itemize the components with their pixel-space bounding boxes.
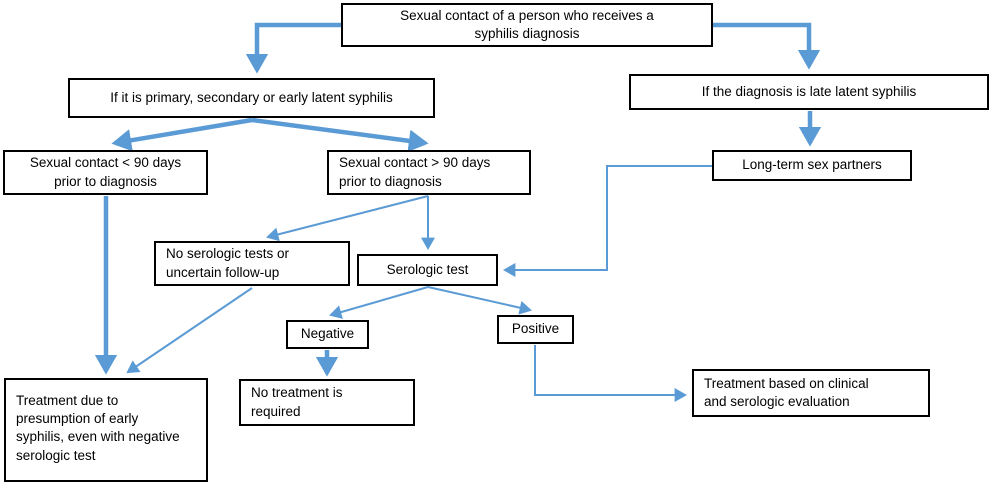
edge-longterm-to-serologic	[502, 165, 712, 277]
node-negative: Negative	[286, 320, 369, 349]
edge-noserologic-to-treatment	[126, 287, 253, 374]
node-positive: Positive	[497, 315, 574, 344]
node-no-treatment-is-required-label: No treatment is required	[251, 385, 343, 419]
node-sexual-contact-more-than-90-days-label: Sexual contact > 90 days prior to diagno…	[339, 155, 491, 189]
node-treatment-based-on-clinical-and-serologic-evaluation: Treatment based on clinical and serologi…	[692, 369, 930, 417]
node-no-serologic-tests-or-uncertain-follow-up: No serologic tests or uncertain follow-u…	[154, 241, 350, 286]
edge-serologic-to-negative	[329, 286, 429, 319]
node-serologic-test-label: Serologic test	[386, 261, 469, 277]
node-treatment-based-on-clinical-and-serologic-evaluation-label: Treatment based on clinical and serologi…	[704, 375, 869, 409]
edge-root-to-early	[245, 22, 341, 74]
node-no-serologic-tests-or-uncertain-follow-up-label: No serologic tests or uncertain follow-u…	[166, 246, 290, 280]
node-late-latent-syphilis-label: If the diagnosis is late latent syphilis	[701, 83, 917, 99]
node-sexual-contact-more-than-90-days: Sexual contact > 90 days prior to diagno…	[327, 150, 531, 195]
node-primary-secondary-or-early-latent: If it is primary, secondary or early lat…	[68, 78, 435, 118]
edge-early-to-gt90	[251, 117, 429, 153]
edge-serologic-to-positive	[427, 286, 532, 315]
node-negative-label: Negative	[300, 326, 355, 342]
edge-early-to-lt90	[111, 117, 253, 152]
node-sexual-contact-of-person-with-syphilis-diagnosis-label: Sexual contact of a person who receives …	[400, 7, 654, 41]
node-long-term-sex-partners-label: Long-term sex partners	[742, 157, 882, 173]
edge-gt90-to-noserologic	[266, 195, 429, 242]
node-treatment-due-to-presumption-of-early-syphilis-label: Treatment due to presumption of early sy…	[16, 393, 180, 463]
node-sexual-contact-of-person-with-syphilis-diagnosis: Sexual contact of a person who receives …	[341, 3, 713, 47]
node-sexual-contact-less-than-90-days-label: Sexual contact < 90 days prior to diagno…	[29, 155, 182, 189]
node-long-term-sex-partners: Long-term sex partners	[712, 150, 912, 181]
edge-positive-to-treat-clinical	[534, 345, 688, 402]
node-positive-label: Positive	[511, 321, 560, 337]
node-late-latent-syphilis: If the diagnosis is late latent syphilis	[629, 74, 989, 110]
node-treatment-due-to-presumption-of-early-syphilis: Treatment due to presumption of early sy…	[4, 378, 208, 482]
node-primary-secondary-or-early-latent-label: If it is primary, secondary or early lat…	[110, 89, 393, 105]
node-serologic-test: Serologic test	[357, 254, 498, 286]
edge-root-to-late	[713, 22, 821, 70]
node-sexual-contact-less-than-90-days: Sexual contact < 90 days prior to diagno…	[3, 150, 208, 195]
node-no-treatment-is-required: No treatment is required	[239, 379, 415, 426]
